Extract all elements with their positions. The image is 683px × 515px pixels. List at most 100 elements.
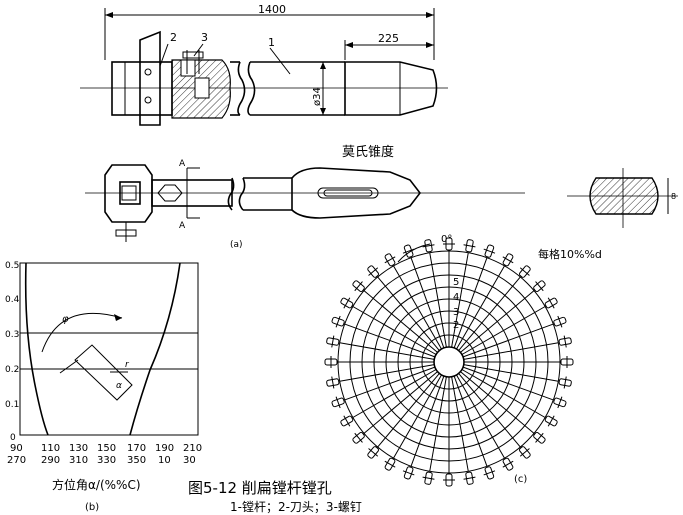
y-tick-0: 0	[10, 433, 16, 443]
section-flat-profile	[589, 177, 659, 215]
bar-cross-section-icon	[463, 239, 476, 253]
x-tick-bottom-330: 330	[97, 455, 116, 466]
tang-slot-inner	[323, 189, 373, 197]
cutter-hole-bottom	[144, 96, 152, 104]
view-a-top-drawing: 1400 225 2 3 1	[80, 3, 448, 126]
x-tick-top-130: 130	[69, 443, 88, 454]
y-tick-04: 0.4	[5, 295, 20, 305]
polar-spoke	[377, 276, 440, 351]
polar-spoke	[429, 252, 447, 348]
bar-cross-section-icon	[533, 432, 546, 444]
polar-spoke	[363, 371, 438, 434]
view-a-bottom-drawing: 莫氏锥度 A A (a)	[85, 144, 525, 250]
x-tick-top-170: 170	[127, 443, 146, 454]
bar-cross-section-icon	[367, 446, 379, 459]
section-mark-top: A	[179, 159, 186, 169]
polar-spoke	[352, 306, 437, 355]
x-tick-bottom-270: 270	[7, 455, 26, 466]
angle-arc-phi	[41, 312, 123, 353]
polar-zero-label: 0°	[441, 234, 452, 245]
bar-cross-section-icon	[443, 237, 455, 251]
cutter-head-front	[104, 164, 153, 223]
bar-cross-section-icon	[324, 356, 338, 368]
polar-spoke	[339, 342, 435, 360]
polar-spoke	[344, 366, 436, 401]
bar-cross-section-icon	[544, 415, 558, 427]
x-tick-bottom-310: 310	[69, 455, 88, 466]
polar-hub	[433, 346, 465, 378]
polar-spoke	[377, 373, 440, 448]
bar-cross-section-icon	[402, 466, 415, 480]
polar-ring-label-4: 4	[453, 292, 459, 303]
bar-cross-section-icon	[384, 457, 396, 471]
bar-cross-section-icon	[326, 376, 340, 389]
polar-spoke	[363, 290, 438, 353]
break-left	[237, 61, 246, 116]
break-right	[247, 61, 256, 116]
y-tick-03: 0.3	[5, 330, 19, 340]
x-tick-top-210: 210	[183, 443, 202, 454]
bar-cross-section-icon	[519, 446, 531, 459]
bar-cross-section-icon	[422, 471, 435, 485]
polar-spoke	[461, 306, 546, 355]
bar-cross-section-icon	[352, 432, 365, 444]
view-c-caption: (c)	[514, 474, 527, 485]
polar-spoke	[462, 323, 554, 358]
view-b-caption: (b)	[85, 502, 99, 513]
x-tick-bottom-30: 30	[183, 455, 196, 466]
morse-taper-end	[344, 61, 438, 116]
break-front-left	[227, 177, 235, 211]
flat-tang	[291, 167, 422, 219]
bar-cross-section-icon	[502, 253, 514, 267]
y-tick-02: 0.2	[5, 365, 19, 375]
bar-cross-section-icon	[483, 244, 496, 258]
cutter-head-body	[111, 61, 173, 116]
x-tick-bottom-10: 10	[158, 455, 171, 466]
polar-ring-label-2: 2	[453, 320, 459, 331]
bar-cross-section-icon	[544, 297, 558, 309]
bar-cross-section-icon	[558, 335, 572, 348]
polar-spoke	[410, 257, 445, 349]
polar-spoke	[451, 252, 469, 348]
polar-spoke	[461, 369, 546, 418]
leader-3	[193, 43, 204, 57]
cutter-insert-front	[121, 185, 137, 201]
bar-cross-section-icon	[553, 396, 567, 409]
symbol-alpha: α	[116, 381, 122, 391]
bar-cross-section-icon	[553, 315, 567, 328]
polar-spoke	[453, 257, 488, 349]
bar-cross-section-icon	[519, 265, 531, 278]
morse-taper-label: 莫氏锥度	[342, 144, 394, 160]
bar-cross-section-icon	[384, 253, 396, 267]
screw-3	[182, 51, 204, 59]
x-tick-top-150: 150	[97, 443, 116, 454]
x-tick-top-90: 90	[10, 443, 23, 454]
polar-tool-icons	[324, 237, 574, 487]
polar-spoke	[344, 323, 436, 358]
cutter-blade	[139, 30, 161, 126]
section-width-label: 8	[671, 192, 676, 201]
callout-3: 3	[201, 31, 208, 44]
section-aa: 8	[567, 168, 678, 228]
y-tick-01: 0.1	[5, 400, 19, 410]
dim-225-label: 225	[378, 32, 399, 45]
cutter-slot-front	[119, 181, 141, 205]
figure-subtitle: 1-镗杆；2-刀头；3-螺钉	[230, 500, 362, 514]
break-front-right	[238, 177, 246, 211]
x-axis-label: 方位角α/(%%C)	[52, 477, 141, 492]
bar-cross-section-icon	[443, 473, 455, 487]
polar-spoke	[456, 374, 505, 459]
x-tick-top-190: 190	[155, 443, 174, 454]
polar-spoke	[451, 376, 469, 472]
polar-spoke	[458, 276, 521, 351]
polar-spoke	[339, 364, 435, 382]
inner-cavity	[194, 77, 210, 99]
view-c-polar: 0° 每格10%%d 5 4 3 2 (c)	[324, 234, 602, 487]
bar-cross-section-icon	[331, 315, 345, 328]
polar-spoke	[463, 342, 559, 360]
polar-spoke	[456, 265, 505, 350]
polar-scale-note: 每格10%%d	[538, 247, 602, 261]
callout-2: 2	[170, 31, 177, 44]
polar-ring-label-3: 3	[453, 307, 459, 318]
view-a-caption: (a)	[230, 240, 243, 250]
